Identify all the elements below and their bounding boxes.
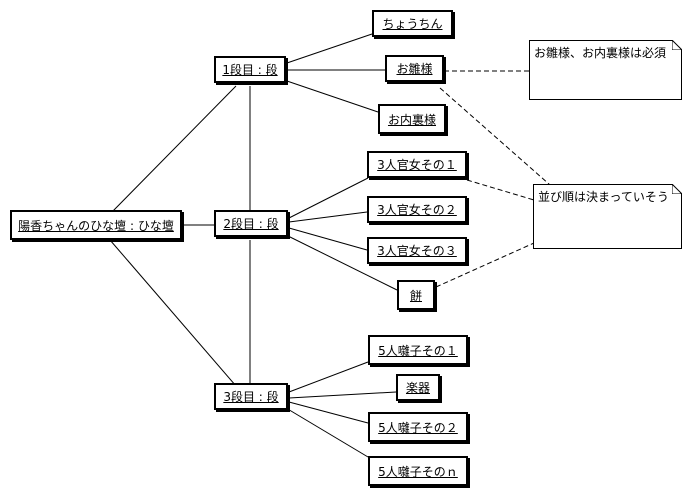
- kanjo2-object-label: 3人官女その２: [377, 203, 457, 217]
- tier1-object[interactable]: 1段目 : 段: [214, 56, 286, 83]
- odairisama-object-label: お雛様: [396, 62, 433, 76]
- chouchin-object-label: ちょうちん: [382, 17, 443, 31]
- tier1-object-label: 1段目 : 段: [222, 63, 278, 77]
- link-tier3-hayashi1: [288, 361, 369, 393]
- hayashi1-object[interactable]: 5人囃子その１: [368, 335, 468, 365]
- note-order-fold: [672, 184, 682, 194]
- hayashi1-object-label: 5人囃子その１: [378, 343, 458, 358]
- link-tier3-gakki: [288, 391, 397, 399]
- note-link-mochi: [435, 242, 535, 288]
- link-root-tier1: [111, 85, 237, 213]
- root-object-label: 陽香ちゃんのひな壇 : ひな壇: [18, 218, 174, 233]
- link-root-tier3: [109, 239, 237, 387]
- odairi-object-label: お内裏様: [387, 112, 436, 127]
- note-link-odairisama-2: [439, 87, 559, 193]
- link-tier2-mochi: [285, 234, 398, 291]
- hayashi2-object-label: 5人囃子その２: [378, 420, 458, 435]
- tier3-object[interactable]: 3段目 : 段: [214, 383, 288, 410]
- mochi-object[interactable]: 餅: [397, 280, 435, 310]
- root-object[interactable]: 陽香ちゃんのひな壇 : ひな壇: [10, 210, 182, 240]
- gakki-object-label: 楽器: [405, 381, 430, 395]
- hayashin-object[interactable]: 5人囃子そのｎ: [368, 456, 468, 486]
- odairisama-object[interactable]: お雛様: [385, 55, 444, 82]
- link-tier2-kanjo3: [288, 227, 368, 251]
- kanjo3-object-label: 3人官女その３: [377, 244, 457, 258]
- link-tier3-hayashin: [285, 407, 369, 458]
- note-required-text: お雛様、お内裏様は必須: [534, 46, 667, 60]
- note-required-fold: [672, 40, 682, 50]
- note-required[interactable]: お雛様、お内裏様は必須: [529, 40, 682, 100]
- note-order-text: 並び順は決まっていそう: [538, 190, 669, 204]
- link-tier2-kanjo1: [288, 177, 369, 219]
- link-tier1-odairi: [283, 79, 379, 113]
- link-tier1-chouchin: [283, 33, 373, 65]
- tier3-object-label: 3段目 : 段: [223, 390, 279, 404]
- odairi-object[interactable]: お内裏様: [378, 104, 446, 134]
- mochi-object-label: 餅: [409, 288, 422, 303]
- kanjo1-object-label: 3人官女その１: [377, 158, 457, 172]
- kanjo2-object[interactable]: 3人官女その２: [367, 196, 467, 223]
- note-link-kanjo1: [466, 179, 535, 201]
- tier2-object-label: 2段目 : 段: [223, 217, 279, 231]
- link-tier2-kanjo2: [288, 211, 368, 223]
- link-tier3-hayashi2: [288, 401, 369, 424]
- hayashi2-object[interactable]: 5人囃子その２: [368, 412, 468, 442]
- hayashin-object-label: 5人囃子そのｎ: [378, 464, 458, 479]
- gakki-object[interactable]: 楽器: [396, 374, 440, 401]
- kanjo1-object[interactable]: 3人官女その１: [367, 151, 467, 178]
- note-order[interactable]: 並び順は決まっていそう: [533, 184, 682, 249]
- kanjo3-object[interactable]: 3人官女その３: [367, 237, 467, 264]
- tier2-object[interactable]: 2段目 : 段: [214, 210, 288, 237]
- chouchin-object[interactable]: ちょうちん: [372, 10, 453, 37]
